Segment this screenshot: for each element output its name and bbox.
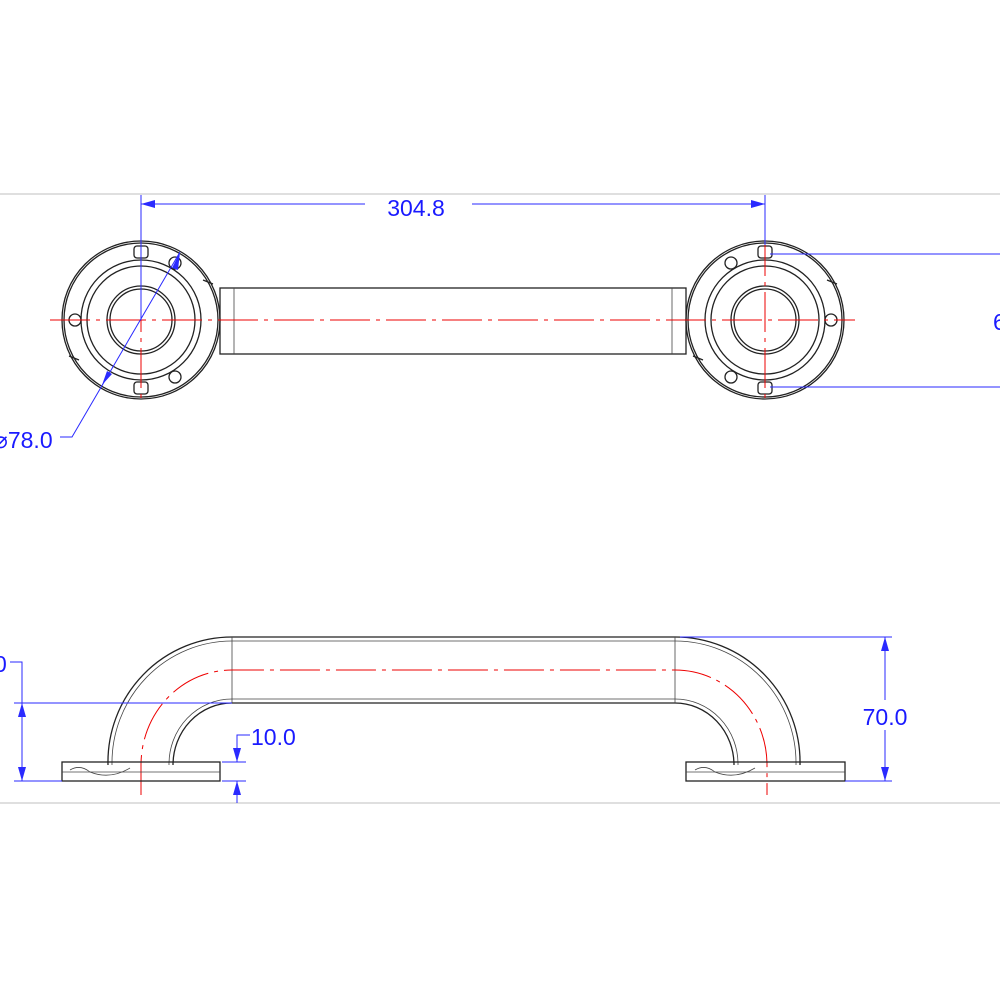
flange-thickness-dimension: 10.0 (251, 724, 296, 750)
side-view: 70.0 0 10.0 (0, 636, 908, 803)
bar-top-view (219, 287, 687, 355)
top-view: 304.8 6 ⌀78.0 (0, 195, 1000, 453)
right-base-plate (685, 761, 846, 782)
bar-outer-profile (107, 636, 801, 766)
flange-diameter-dimension: ⌀78.0 (0, 427, 53, 453)
side-centerline (140, 669, 768, 795)
height-dimension: 70.0 (863, 704, 908, 730)
center-distance-dimension: 304.8 (387, 195, 445, 221)
left-base-plate (61, 761, 221, 782)
left-clipped-dimension: 0 (0, 651, 7, 677)
right-clipped-dimension: 6 (993, 309, 1000, 335)
